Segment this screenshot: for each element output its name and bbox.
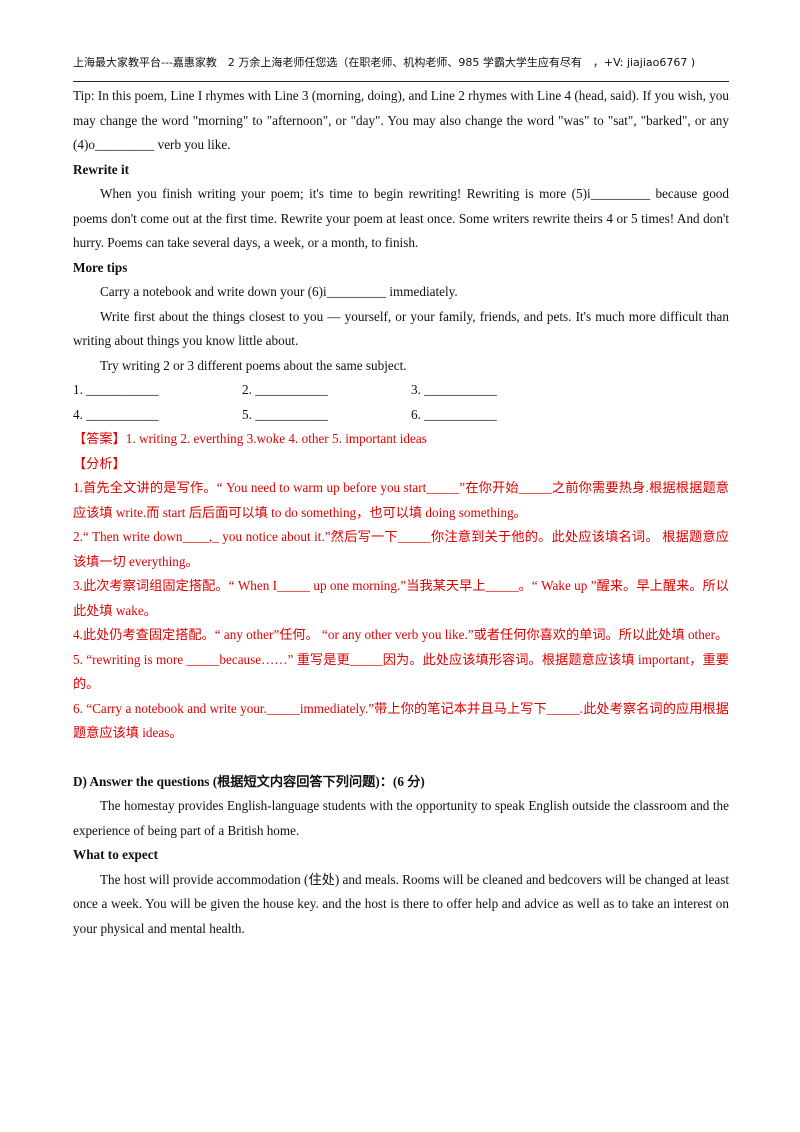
analysis-point-3: 3.此次考察词组固定搭配。“ When I_____ up one mornin… [73, 578, 729, 618]
blank-6: 6. ___________ [411, 406, 497, 422]
document-page: 上海最大家教平台---嘉惠家教 2 万余上海老师任您选（在职老师、机构老师、98… [73, 54, 729, 941]
blank-3: 3. ___________ [411, 382, 497, 397]
answer-line: 【答案】1. writing 2. everthing 3.woke 4. ot… [73, 427, 729, 452]
answer-item: 1. writing [125, 431, 178, 446]
blank-4: 4. ___________ [73, 406, 159, 422]
more-tips-paragraph-3: Try writing 2 or 3 different poems about… [100, 357, 407, 373]
answer-item: 5. important [332, 431, 397, 446]
analysis-point-4: 4.此处仍考查固定搭配。“ any other”任何。 “or any othe… [73, 627, 729, 642]
blank-row-1: 1. ___________ 2. ___________ 3. _______… [73, 378, 729, 403]
blank-5: 5. ___________ [242, 406, 328, 422]
blank-2: 2. ___________ [242, 382, 328, 397]
answer-item: 4. other [288, 431, 329, 446]
rewrite-paragraph: When you finish writing your poem; it's … [73, 186, 729, 250]
answer-label: 【答案】 [73, 431, 126, 446]
analysis-point-1: 1.首先全文讲的是写作。“ You need to warm up before… [73, 480, 729, 520]
blank-1: 1. ___________ [73, 382, 159, 397]
more-tips-paragraph-1: Carry a notebook and write down your (6)… [100, 284, 458, 299]
answer-item: 3.woke [246, 431, 286, 446]
analysis-point-5: 5. “rewriting is more _____because……” 重写… [73, 651, 729, 692]
answer-item: 2. everthing [180, 431, 244, 446]
section-d-body: The host will provide accommodation (住处)… [73, 871, 729, 936]
more-tips-heading: More tips [73, 259, 128, 275]
section-d-subheading: What to expect [73, 847, 158, 862]
analysis-label: 【分析】 [73, 455, 126, 471]
section-gap [73, 746, 729, 770]
blank-row-2: 4. ___________ 5. ___________ 6. _______… [73, 403, 729, 428]
analysis-point-6: 6. “Carry a notebook and write your.____… [73, 700, 729, 741]
analysis-point-2: 2.“ Then write down____,_ you notice abo… [73, 529, 729, 569]
page-header: 上海最大家教平台---嘉惠家教 2 万余上海老师任您选（在职老师、机构老师、98… [73, 54, 729, 82]
section-d-heading: D) Answer the questions (根据短文内容回答下列问题)：(… [73, 773, 425, 789]
section-d-intro: The homestay provides English-language s… [73, 798, 729, 838]
more-tips-paragraph-2: Write first about the things closest to … [73, 308, 729, 349]
rewrite-heading: Rewrite it [73, 161, 130, 177]
answer-item: ideas [399, 431, 427, 446]
tip-paragraph: Tip: In this poem, Line I rhymes with Li… [73, 88, 729, 152]
